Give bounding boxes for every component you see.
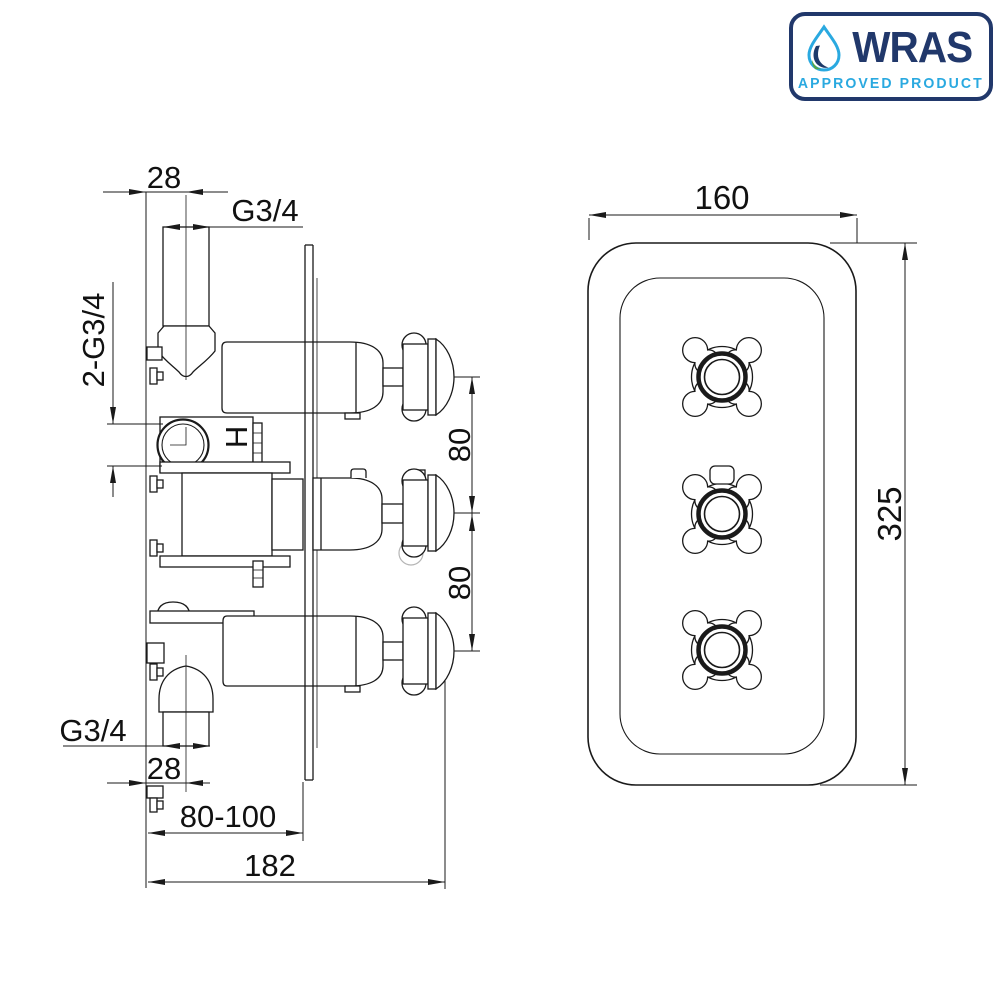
bolt	[156, 479, 164, 489]
bolt	[149, 475, 158, 493]
port-notch	[170, 427, 187, 446]
mixer-step	[271, 478, 304, 551]
front-view-dimensions: 160 325	[588, 179, 917, 786]
manifold-band	[159, 461, 291, 474]
dim-lower-spacing: 80	[442, 566, 477, 600]
bolt	[156, 667, 164, 677]
dim-inlet-threads: 2-G3/4	[76, 293, 111, 388]
front-handle-middle	[682, 465, 762, 554]
front-handle-top	[682, 337, 762, 417]
bolt	[149, 797, 158, 813]
dim-bottom-thread: G3/4	[59, 713, 126, 748]
dim-top-offset: 28	[147, 160, 181, 195]
wras-drop-icon	[807, 23, 841, 72]
rib-screw	[252, 560, 264, 588]
dim-wall-depth-range: 80-100	[180, 799, 277, 834]
bolt	[156, 371, 164, 381]
bolt	[156, 800, 164, 810]
dim-total-depth: 182	[244, 848, 296, 883]
bracket	[146, 785, 164, 799]
front-view-drawing	[587, 242, 857, 786]
manifold-band	[159, 555, 291, 568]
side-handle-bottom	[382, 606, 455, 696]
wras-logo-title: WRAS	[852, 22, 973, 72]
dim-upper-spacing: 80	[442, 428, 477, 462]
faceplate-inner	[619, 277, 825, 755]
dim-bottom-offset: 28	[147, 751, 181, 786]
side-handle-middle	[381, 468, 455, 566]
mixer-block	[181, 472, 273, 557]
bottom-cartridge	[222, 615, 384, 687]
dim-top-thread: G3/4	[231, 193, 298, 228]
dim-plate-width: 160	[694, 179, 749, 216]
front-handle-bottom	[682, 610, 762, 690]
side-view-dimensions: 28 G3/4 2-G3/4 G3/4 28	[59, 160, 480, 889]
bracket	[146, 346, 163, 361]
wras-logo-subtitle: APPROVED PRODUCT	[798, 74, 984, 92]
side-view-drawing: H	[145, 192, 455, 888]
wras-approved-logo: WRAS APPROVED PRODUCT	[789, 12, 993, 101]
top-pipe-elbow	[157, 325, 216, 378]
cartridge-foot	[344, 412, 361, 420]
bolt	[149, 367, 158, 385]
bolt	[149, 663, 158, 681]
bracket	[146, 642, 165, 664]
side-handle-top	[382, 332, 455, 422]
temperature-knob	[709, 465, 735, 485]
hot-marker-label: H	[219, 426, 254, 448]
trim-knob	[350, 468, 367, 478]
bolt	[156, 543, 164, 553]
top-cartridge	[221, 341, 384, 414]
cartridge-foot	[344, 685, 361, 693]
dim-plate-height: 325	[871, 486, 908, 541]
middle-trim-body	[312, 477, 383, 551]
bolt	[149, 539, 158, 557]
